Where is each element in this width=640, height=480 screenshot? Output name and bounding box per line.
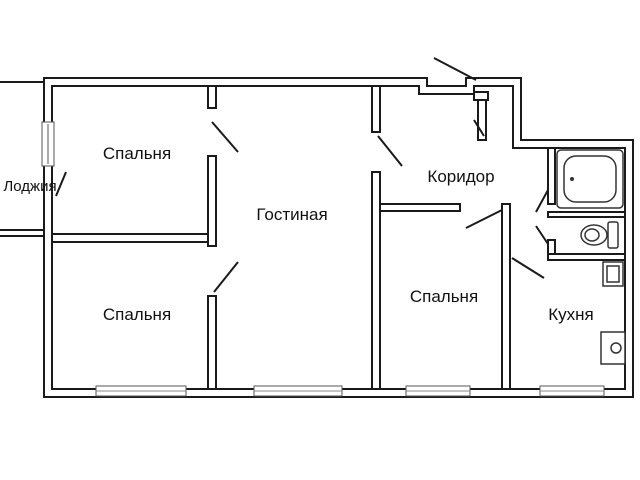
stove-icon: [600, 331, 626, 365]
room-label-corridor: Коридор: [427, 167, 494, 186]
door-bedroom-center: [465, 209, 503, 229]
windows-bottom: [95, 385, 605, 397]
door-bathroom: [535, 189, 549, 213]
room-label-bedroom-bottom-left: Спальня: [103, 305, 171, 324]
door-bedroom-top: [211, 121, 239, 153]
room-label-kitchen: Кухня: [548, 305, 594, 324]
room-label-living-room: Гостиная: [256, 205, 327, 224]
entrance-door: [433, 57, 477, 81]
door-kitchen: [511, 257, 545, 279]
door-bedroom-bottom: [213, 261, 239, 293]
room-label-loggia: Лоджия: [3, 178, 56, 195]
room-label-bedroom-center: Спальня: [410, 287, 478, 306]
room-label-bedroom-top-left: Спальня: [103, 144, 171, 163]
door-living-room: [377, 135, 403, 167]
wall-bedrooms: [51, 233, 213, 243]
bathtub-icon: [556, 149, 624, 209]
sink-icon: [602, 261, 624, 287]
door-toilet: [535, 225, 549, 245]
toilet-icon: [580, 221, 619, 249]
loggia-door: [55, 171, 67, 197]
